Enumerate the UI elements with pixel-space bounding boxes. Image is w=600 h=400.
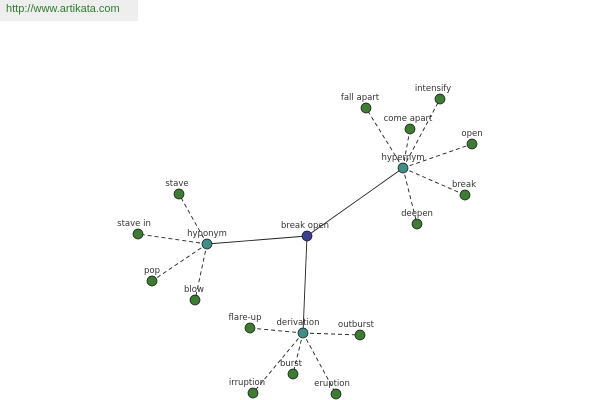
labels-group: break open hypernym fall apart intensify com… (117, 84, 482, 389)
node-label-come-apart: come apart (384, 114, 433, 124)
node-deepen[interactable] (411, 218, 423, 230)
node-blow[interactable] (189, 294, 201, 306)
node-label-root: break open (281, 221, 329, 231)
node-eruption[interactable] (330, 388, 342, 400)
edge-hypernym-break (402, 167, 466, 196)
edge-hypernym-open (402, 143, 473, 169)
node-label-break: break (452, 180, 476, 190)
node-pop[interactable] (146, 275, 158, 287)
node-intensify[interactable] (434, 93, 446, 105)
edge-hypernym-fall-apart (365, 107, 404, 169)
edges-group (137, 98, 473, 395)
node-label-stave: stave (165, 179, 188, 189)
node-flare-up[interactable] (244, 322, 256, 334)
edge-hypernym-deepen (402, 167, 418, 225)
node-label-intensify: intensify (415, 84, 451, 94)
node-break[interactable] (459, 189, 471, 201)
node-irruption[interactable] (247, 387, 259, 399)
node-come-apart[interactable] (404, 123, 416, 135)
node-label-pop: pop (144, 266, 160, 276)
node-outburst[interactable] (354, 329, 366, 341)
edge-root-hypernym (306, 167, 404, 237)
site-url-link[interactable]: http://www.artikata.com (6, 3, 120, 15)
node-hyponym[interactable] (201, 238, 213, 250)
edge-derivation-flare-up (249, 327, 304, 334)
node-label-hypernym: hypernym (381, 153, 424, 163)
edge-hyponym-pop (151, 243, 208, 282)
node-label-stave-in: stave in (117, 219, 151, 229)
node-label-outburst: outburst (338, 320, 375, 330)
node-label-flare-up: flare-up (229, 313, 262, 323)
edge-hyponym-blow (194, 243, 208, 301)
edge-derivation-burst (292, 332, 304, 375)
node-label-hyponym: hyponym (187, 229, 227, 239)
edge-derivation-outburst (302, 332, 361, 336)
node-burst[interactable] (287, 368, 299, 380)
node-open[interactable] (466, 138, 478, 150)
node-label-derivation: derivation (276, 318, 319, 328)
node-root[interactable] (301, 230, 313, 242)
url-banner: http://www.artikata.com (0, 0, 138, 21)
nodes-group (132, 93, 478, 400)
node-stave-in[interactable] (132, 228, 144, 240)
node-hypernym[interactable] (397, 162, 409, 174)
edge-derivation-irruption (252, 332, 304, 394)
edge-hyponym-stave-in (137, 233, 208, 245)
node-label-deepen: deepen (401, 209, 433, 219)
node-stave[interactable] (173, 188, 185, 200)
node-label-irruption: irruption (229, 378, 265, 388)
node-label-burst: burst (280, 359, 303, 369)
edge-hypernym-intensify (402, 98, 441, 169)
node-fall-apart[interactable] (360, 102, 372, 114)
edge-root-derivation (302, 235, 308, 334)
edge-root-hyponym (206, 235, 308, 245)
node-label-eruption: eruption (314, 379, 350, 389)
node-label-fall-apart: fall apart (341, 93, 380, 103)
node-label-blow: blow (184, 285, 204, 295)
edge-derivation-eruption (302, 332, 337, 395)
edge-hyponym-stave (178, 193, 208, 245)
node-label-open: open (461, 129, 482, 139)
node-derivation[interactable] (297, 327, 309, 339)
